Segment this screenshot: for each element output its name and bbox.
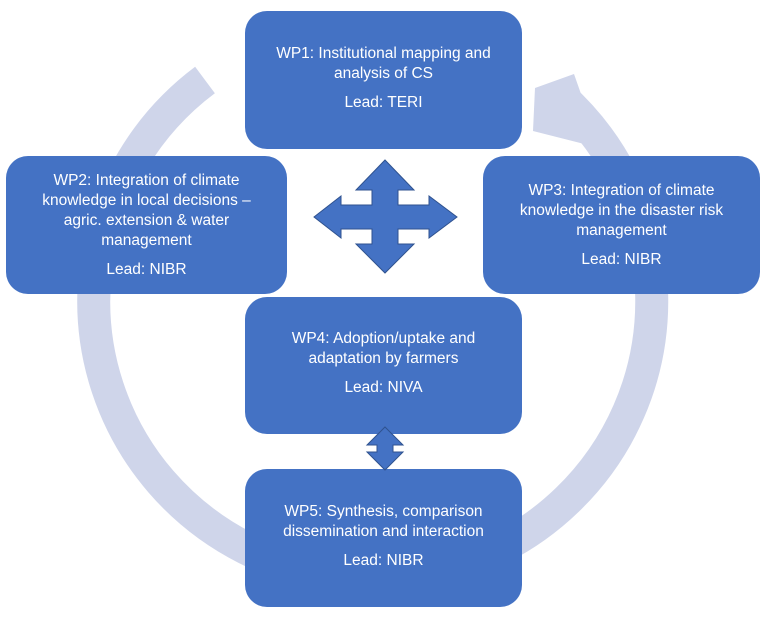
wp5-title: WP5: Synthesis, comparison dissemination… — [283, 502, 484, 540]
wp1-box: WP1: Institutional mapping and analysis … — [245, 11, 522, 149]
wp2-lead: Lead: NIBR — [106, 260, 187, 278]
wp3-title: WP3: Integration of climate knowledge in… — [519, 181, 724, 239]
wp3-lead: Lead: NIBR — [581, 250, 662, 268]
wp3-box: WP3: Integration of climate knowledge in… — [483, 156, 760, 294]
wp1-title: WP1: Institutional mapping and analysis … — [276, 44, 491, 82]
wp4-box: WP4: Adoption/uptake and adaptation by f… — [245, 297, 522, 434]
cycle-arrowhead-icon — [533, 74, 600, 148]
wp5-box: WP5: Synthesis, comparison dissemination… — [245, 469, 522, 607]
wp2-box: WP2: Integration of climate knowledge in… — [6, 156, 287, 294]
wp2-title: WP2: Integration of climate knowledge in… — [42, 171, 251, 249]
wp4-title: WP4: Adoption/uptake and adaptation by f… — [291, 330, 476, 367]
wp5-lead: Lead: NIBR — [343, 551, 424, 569]
wp1-lead: Lead: TERI — [344, 93, 423, 111]
wp4-lead: Lead: NIVA — [344, 379, 423, 396]
